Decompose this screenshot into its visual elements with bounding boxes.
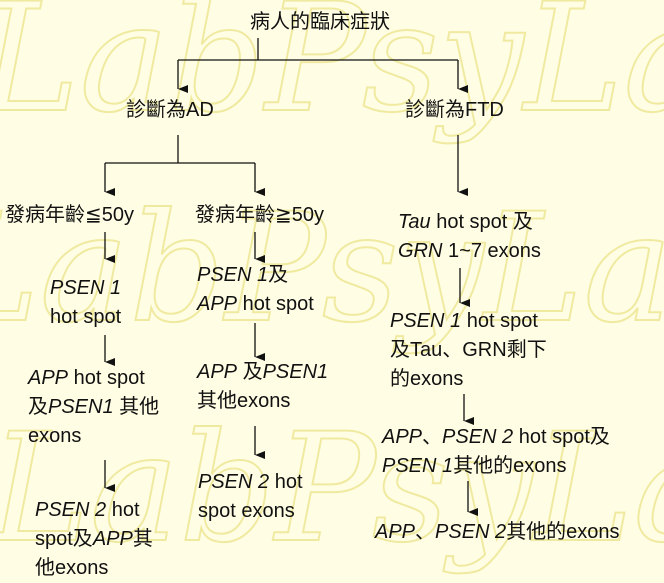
gene-name: PSEN 1 [382, 455, 454, 477]
node-text: 及Tau、GRN剩下 [390, 339, 547, 361]
node-text: 診斷為FTD [405, 99, 504, 121]
gene-name: APP [92, 528, 133, 550]
gene-name: PSEN 2 [442, 426, 514, 448]
gene-name: PSEN 1 [50, 277, 122, 299]
node-text: 其他的exons [453, 455, 567, 477]
ad-ge50-step-2: APP 及PSEN1 其他exons [197, 358, 328, 416]
gene-name: PSEN 1 [390, 310, 462, 332]
node-line: 其他exons [197, 387, 328, 416]
node-line: spot exons [198, 497, 303, 526]
node-text: 及 [28, 396, 48, 418]
node-text: 其他exons [197, 390, 291, 412]
node-line: APP 及PSEN1 [197, 358, 328, 387]
node-line: PSEN 1 [50, 274, 121, 303]
ad-onset-ge-50: 發病年齡≧50y [195, 201, 324, 230]
node-line: Tau hot spot 及 [398, 208, 541, 237]
node-text: 發病年齡≦50y [5, 204, 135, 226]
node-text: hot spot [68, 367, 145, 389]
gene-name: PSEN 1 [197, 264, 269, 286]
node-line: 及PSEN1 其他 [28, 393, 159, 422]
node-text: 1~7 exons [442, 240, 541, 262]
node-line: APP、PSEN 2 hot spot及 [382, 423, 610, 452]
gene-name: APP [382, 426, 423, 448]
node-text: hot [269, 471, 303, 493]
node-line: spot及APP其 [35, 525, 153, 554]
gene-name: PSEN 2 [198, 471, 270, 493]
node-text: hot [106, 499, 140, 521]
node-line: APP hot spot [197, 290, 314, 319]
gene-name: APP [197, 293, 238, 315]
node-text: 其他 [113, 396, 160, 418]
diagnosis-ftd: 診斷為FTD [405, 96, 504, 125]
gene-name: APP [375, 521, 416, 543]
node-line: 發病年齡≦50y [5, 201, 134, 230]
node-line: exons [28, 422, 159, 451]
node-line: 診斷為FTD [405, 96, 504, 125]
ad-onset-le-50: 發病年齡≦50y [5, 201, 134, 230]
node-text: hot spot [237, 293, 314, 315]
gene-name: Tau [398, 211, 431, 233]
gene-name: PSEN 2 [35, 499, 107, 521]
gene-name: APP [28, 367, 69, 389]
node-line: PSEN 1其他的exons [382, 452, 610, 481]
gene-name: PSEN1 [48, 396, 114, 418]
gene-name: PSEN 2 [435, 521, 507, 543]
ftd-step-2: PSEN 1 hot spot 及Tau、GRN剩下的exons [390, 307, 547, 394]
node-line: PSEN 2 hot [198, 468, 303, 497]
node-text: 其 [132, 528, 153, 550]
node-line: GRN 1~7 exons [398, 237, 541, 266]
node-text: 及 [268, 264, 289, 286]
node-line: 病人的臨床症狀 [250, 8, 390, 37]
ad-le50-step-1: PSEN 1 hot spot [50, 274, 121, 332]
node-line: 發病年齡≧50y [195, 201, 324, 230]
node-text: exons [28, 425, 82, 447]
node-text: 發病年齡≧50y [195, 204, 325, 226]
node-text: 、 [415, 521, 436, 543]
ftd-step-4: APP、PSEN 2其他的exons [375, 518, 620, 547]
node-text: 其他的exons [506, 521, 620, 543]
node-line: PSEN 1 hot spot [390, 307, 547, 336]
node-text: 的exons [390, 368, 464, 390]
node-line: APP、PSEN 2其他的exons [375, 518, 620, 547]
diagnosis-ad: 診斷為AD [126, 96, 214, 125]
node-text: spot exons [198, 500, 295, 522]
node-text: hot spot [461, 310, 538, 332]
node-text: 診斷為AD [126, 99, 214, 121]
node-text: 及 [237, 361, 263, 383]
node-line: 他exons [35, 554, 153, 583]
gene-name: PSEN1 [262, 361, 329, 383]
node-text: spot及 [35, 528, 93, 550]
node-line: 及Tau、GRN剩下 [390, 336, 547, 365]
node-text: hot spot 及 [430, 211, 533, 233]
node-text: 病人的臨床症狀 [250, 11, 390, 33]
node-text: hot spot及 [513, 426, 610, 448]
node-line: hot spot [50, 303, 121, 332]
root-symptoms: 病人的臨床症狀 [250, 8, 390, 37]
node-text: 、 [422, 426, 443, 448]
gene-name: APP [197, 361, 238, 383]
node-text: 他exons [35, 557, 109, 579]
node-line: PSEN 1及 [197, 261, 314, 290]
node-line: APP hot spot [28, 364, 159, 393]
node-text: hot spot [50, 306, 122, 328]
gene-name: GRN [398, 240, 443, 262]
node-line: PSEN 2 hot [35, 496, 153, 525]
ad-ge50-step-3: PSEN 2 hot spot exons [198, 468, 303, 526]
node-line: 診斷為AD [126, 96, 214, 125]
node-line: 的exons [390, 365, 547, 394]
